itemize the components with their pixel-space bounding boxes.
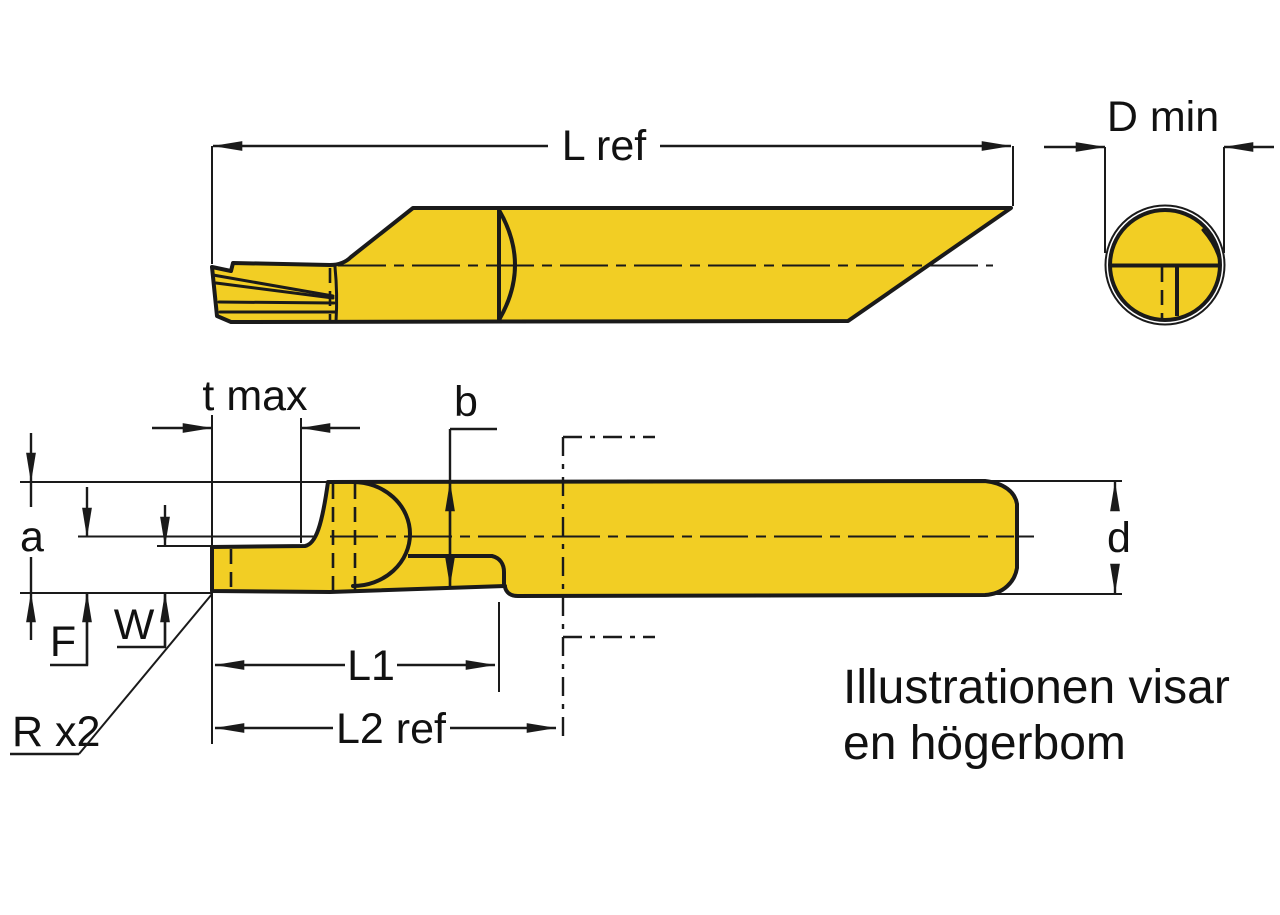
cutting-edge-line-2 xyxy=(214,281,335,300)
dimension-b: b xyxy=(445,378,497,587)
label-d: d xyxy=(1107,514,1131,562)
label-b: b xyxy=(454,378,478,426)
label-l-ref: L ref xyxy=(562,122,647,170)
bottom-detail-view xyxy=(78,435,1034,744)
workpiece-bore-outline xyxy=(561,435,655,744)
dimension-d: d xyxy=(988,480,1131,595)
dimension-f: F xyxy=(50,487,92,667)
end-view xyxy=(1104,204,1226,326)
top-side-view xyxy=(210,206,1013,324)
tool-body-silhouette xyxy=(210,206,1013,324)
label-d-min: D min xyxy=(1107,93,1219,141)
illustration-note: Illustrationen visar en högerbom xyxy=(843,661,1230,770)
relief-line-1 xyxy=(217,300,336,305)
label-t-max: t max xyxy=(202,372,308,420)
note-line-2: en högerbom xyxy=(843,717,1126,770)
dimension-l2-ref: L2 ref xyxy=(214,705,557,753)
tool-detail-silhouette xyxy=(210,479,1019,598)
label-l2-ref: L2 ref xyxy=(336,705,447,753)
cutting-edge-line-1 xyxy=(211,273,335,298)
dimension-d-min: D min xyxy=(1044,93,1274,253)
label-l1: L1 xyxy=(347,642,395,690)
dimension-l-ref: L ref xyxy=(211,122,1014,264)
label-f: F xyxy=(50,618,76,666)
underside-step-edge xyxy=(408,554,506,586)
label-a: a xyxy=(20,513,44,561)
dimension-l1: L1 xyxy=(214,602,500,692)
dimension-t-max: t max xyxy=(152,372,360,744)
note-line-1: Illustrationen visar xyxy=(843,661,1230,714)
dimension-a: a xyxy=(20,433,330,640)
relief-arc xyxy=(1201,228,1222,263)
label-r-x2: R x2 xyxy=(12,708,100,756)
shank-outer-circle xyxy=(1104,204,1226,326)
callout-r-x2: R x2 xyxy=(10,593,213,756)
label-w: W xyxy=(114,601,155,649)
dome-arc xyxy=(351,480,412,588)
dimension-w: W xyxy=(114,505,212,649)
head-front-edge xyxy=(333,265,339,324)
